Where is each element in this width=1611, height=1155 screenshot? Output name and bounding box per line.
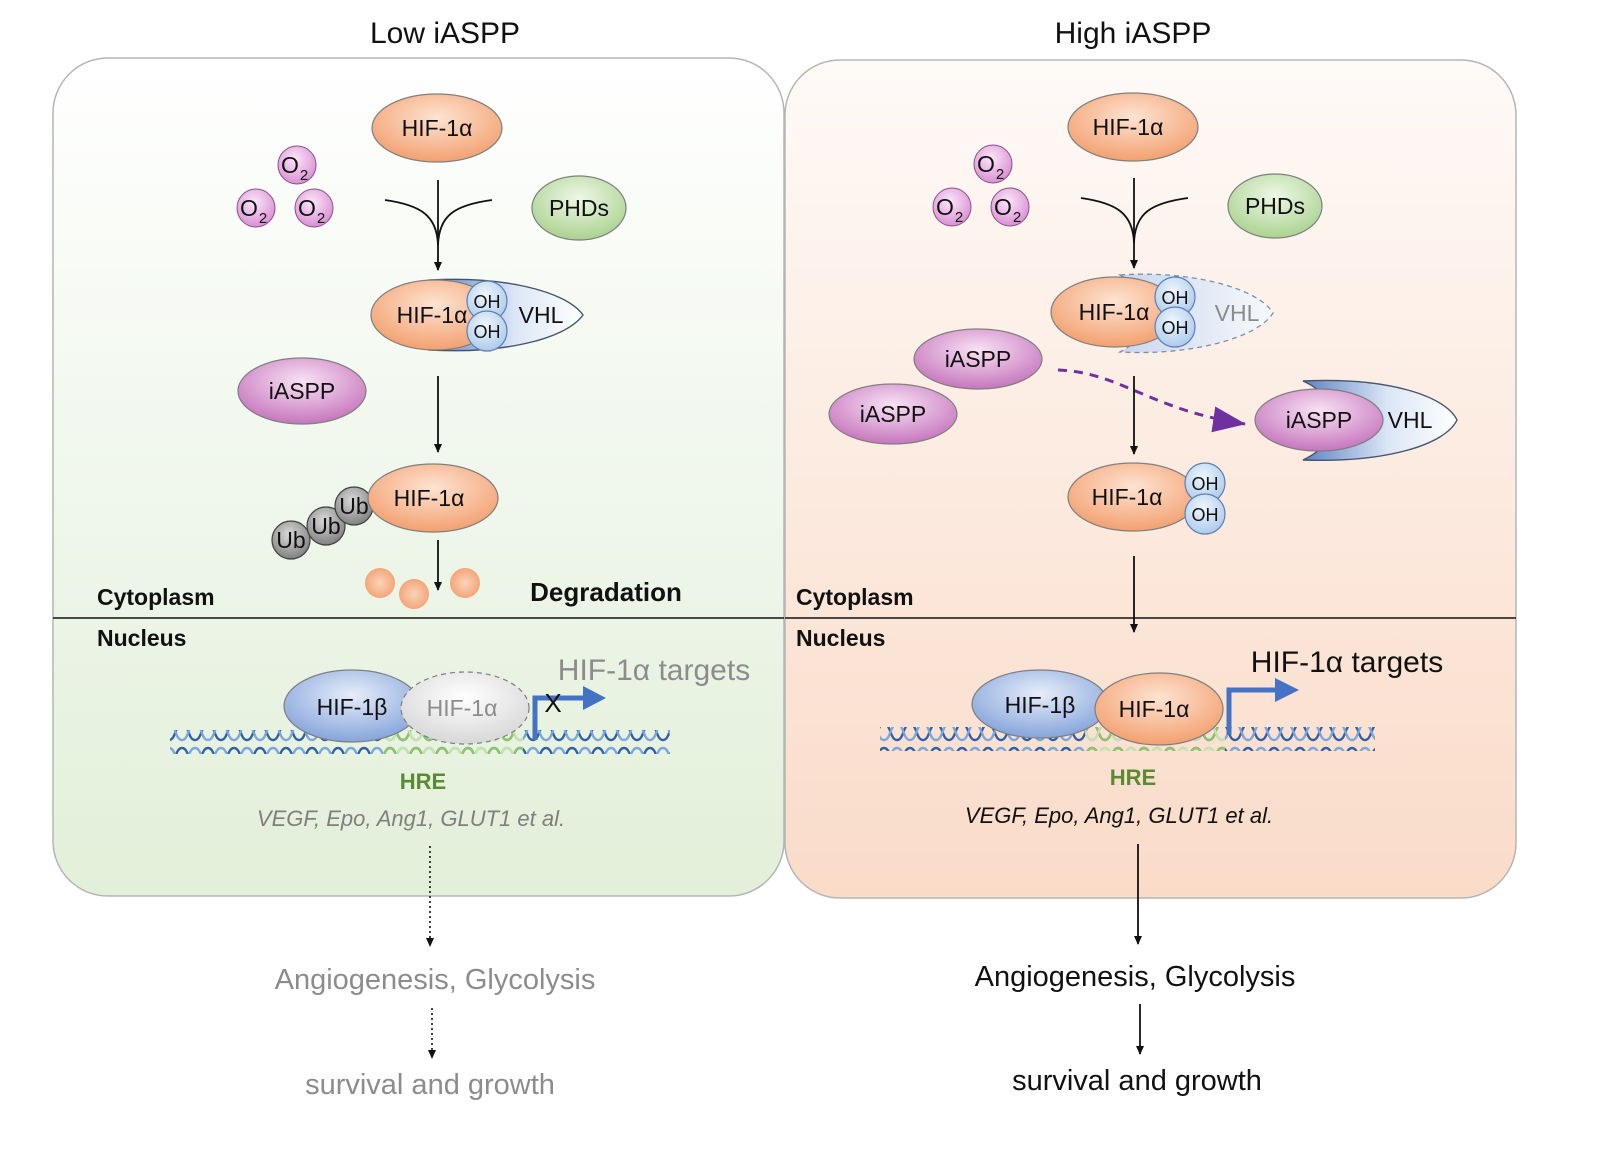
right-hre-label: HRE bbox=[1110, 765, 1156, 790]
svg-text:O: O bbox=[281, 152, 299, 178]
svg-text:HIF-1α: HIF-1α bbox=[1119, 696, 1190, 722]
right-outcome-2: survival and growth bbox=[1012, 1065, 1262, 1097]
right-outcome-1: Angiogenesis, Glycolysis bbox=[975, 961, 1296, 993]
right-panel-title: High iASPP bbox=[1055, 17, 1212, 50]
right-merge-arrow bbox=[1080, 178, 1189, 269]
svg-text:2: 2 bbox=[996, 166, 1004, 183]
svg-text:OH: OH bbox=[474, 292, 501, 312]
left-hre-label: HRE bbox=[400, 769, 446, 794]
svg-text:Ub: Ub bbox=[276, 527, 305, 553]
svg-text:iASPP: iASPP bbox=[269, 378, 335, 404]
svg-text:HIF-1α: HIF-1α bbox=[1093, 114, 1164, 140]
svg-text:O: O bbox=[240, 195, 258, 221]
left-phds: PHDs bbox=[531, 175, 627, 241]
vhl-label: VHL bbox=[1388, 407, 1433, 433]
left-panel-title: Low iASPP bbox=[370, 17, 520, 50]
svg-text:O: O bbox=[936, 194, 954, 220]
right-hif1a-vhl-dissociating: HIF-1α OH OH VHL bbox=[1050, 273, 1274, 354]
hydroxyl-group bbox=[1184, 493, 1226, 535]
block-mark: X bbox=[544, 688, 561, 718]
ubiquitin bbox=[271, 520, 311, 560]
o2-molecule: O 2 bbox=[236, 188, 276, 228]
left-degradation-fragments bbox=[365, 568, 480, 609]
right-panel: High iASPP HIF-1α O 2 O 2 O 2 bbox=[784, 17, 1517, 1097]
svg-text:O: O bbox=[977, 151, 995, 177]
hydroxyl-group bbox=[1154, 306, 1196, 348]
svg-text:iASPP: iASPP bbox=[945, 346, 1011, 372]
left-targets-label: HIF-1α targets bbox=[558, 654, 750, 687]
left-hif1a-top: HIF-1α bbox=[371, 93, 503, 163]
svg-text:iASPP: iASPP bbox=[860, 401, 926, 427]
right-targets-label: HIF-1α targets bbox=[1251, 646, 1443, 679]
svg-text:2: 2 bbox=[317, 210, 325, 227]
right-stabilized-hif1a: HIF-1α OH OH bbox=[1067, 462, 1226, 535]
right-hif1b: HIF-1β bbox=[971, 669, 1109, 739]
svg-text:OH: OH bbox=[1162, 318, 1189, 338]
svg-text:HIF-1β: HIF-1β bbox=[1005, 692, 1076, 718]
svg-text:HIF-1α: HIF-1α bbox=[394, 485, 465, 511]
right-iaspp-binds-vhl-arrow bbox=[1057, 368, 1246, 433]
left-degradation-label: Degradation bbox=[530, 577, 682, 607]
o2-molecule: O 2 bbox=[932, 187, 972, 227]
right-iaspp-1: iASPP bbox=[913, 328, 1043, 390]
svg-text:2: 2 bbox=[259, 210, 267, 227]
left-outcome-2: survival and growth bbox=[305, 1069, 555, 1101]
o2-molecule: O 2 bbox=[277, 145, 317, 185]
vhl-label: VHL bbox=[519, 302, 564, 328]
right-phds: PHDs bbox=[1227, 173, 1323, 239]
hydroxyl-group bbox=[466, 310, 508, 352]
svg-text:2: 2 bbox=[955, 209, 963, 226]
left-nucleus-label: Nucleus bbox=[97, 625, 186, 651]
left-hif1a-absent: HIF-1α bbox=[400, 671, 530, 745]
right-hif1a-bound: HIF-1α bbox=[1094, 672, 1224, 746]
left-o2-molecules: O 2 O 2 O 2 bbox=[236, 145, 334, 228]
svg-text:HIF-1β: HIF-1β bbox=[317, 694, 388, 720]
o2-molecule: O 2 bbox=[294, 188, 334, 228]
svg-text:2: 2 bbox=[300, 167, 308, 184]
left-hif1a-vhl-complex: HIF-1α OH OH VHL bbox=[370, 278, 584, 352]
left-blocked-transcription: X bbox=[532, 686, 606, 740]
right-nucleus-label: Nucleus bbox=[796, 625, 885, 651]
left-merge-arrow bbox=[384, 180, 493, 271]
svg-text:PHDs: PHDs bbox=[549, 195, 609, 221]
left-hif1b: HIF-1β bbox=[283, 669, 421, 743]
right-iaspp-vhl-complex: iASPP VHL bbox=[1254, 379, 1458, 462]
left-panel: Low iASPP HIF-1α O 2 O 2 O 2 bbox=[52, 17, 785, 1101]
o2-molecule: O 2 bbox=[990, 187, 1030, 227]
right-hif1a-top: HIF-1α bbox=[1067, 92, 1199, 162]
svg-text:OH: OH bbox=[474, 322, 501, 342]
svg-text:OH: OH bbox=[1192, 505, 1219, 525]
svg-text:OH: OH bbox=[1192, 474, 1219, 494]
svg-text:OH: OH bbox=[1162, 288, 1189, 308]
svg-text:Ub: Ub bbox=[311, 513, 340, 539]
svg-text:2: 2 bbox=[1013, 209, 1021, 226]
svg-text:O: O bbox=[994, 194, 1012, 220]
svg-text:O: O bbox=[298, 195, 316, 221]
left-cytoplasm-label: Cytoplasm bbox=[97, 584, 215, 610]
ubiquitin bbox=[306, 506, 346, 546]
left-iaspp: iASPP bbox=[237, 357, 367, 425]
right-target-genes: VEGF, Epo, Ang1, GLUT1 et al. bbox=[965, 803, 1273, 828]
svg-text:HIF-1α: HIF-1α bbox=[427, 695, 498, 721]
right-cytoplasm-label: Cytoplasm bbox=[796, 584, 914, 610]
vhl-faded-label: VHL bbox=[1215, 300, 1260, 326]
svg-text:HIF-1α: HIF-1α bbox=[402, 115, 473, 141]
svg-text:HIF-1α: HIF-1α bbox=[1092, 484, 1163, 510]
right-active-transcription bbox=[1226, 678, 1299, 735]
right-iaspp-2: iASPP bbox=[828, 383, 958, 445]
left-target-genes: VEGF, Epo, Ang1, GLUT1 et al. bbox=[257, 806, 565, 831]
svg-text:iASPP: iASPP bbox=[1286, 407, 1352, 433]
left-ubiquitinated-hif1a: Ub Ub Ub HIF-1α bbox=[271, 463, 499, 560]
svg-text:PHDs: PHDs bbox=[1245, 193, 1305, 219]
left-outcome-1: Angiogenesis, Glycolysis bbox=[275, 964, 596, 996]
svg-text:HIF-1α: HIF-1α bbox=[1079, 299, 1150, 325]
right-o2-molecules: O 2 O 2 O 2 bbox=[932, 144, 1030, 227]
svg-text:HIF-1α: HIF-1α bbox=[397, 302, 468, 328]
o2-molecule: O 2 bbox=[973, 144, 1013, 184]
svg-text:Ub: Ub bbox=[339, 493, 368, 519]
